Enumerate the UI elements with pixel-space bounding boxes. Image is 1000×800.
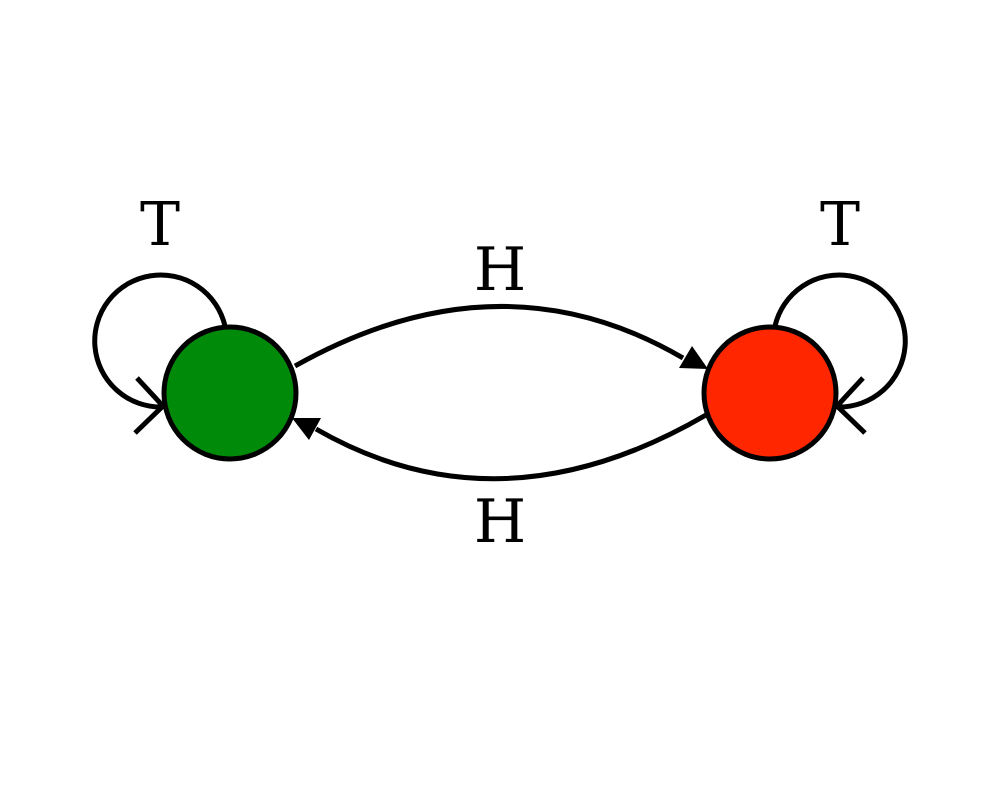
state-node-green[interactable] (161, 324, 299, 462)
left-to-right-arrowhead (679, 346, 708, 369)
state-node-red[interactable] (701, 324, 839, 462)
left-self-loop-label: T (140, 190, 180, 260)
right-to-left-arrowhead (292, 418, 321, 440)
right-self-loop-label: T (820, 190, 860, 260)
right-self-loop-edge (772, 272, 908, 410)
left-to-right-edge (293, 303, 685, 369)
left-self-loop-edge (92, 272, 228, 410)
left-to-right-label: H (474, 235, 526, 305)
right-to-left-label: H (474, 487, 526, 557)
right-to-left-edge (314, 412, 708, 482)
